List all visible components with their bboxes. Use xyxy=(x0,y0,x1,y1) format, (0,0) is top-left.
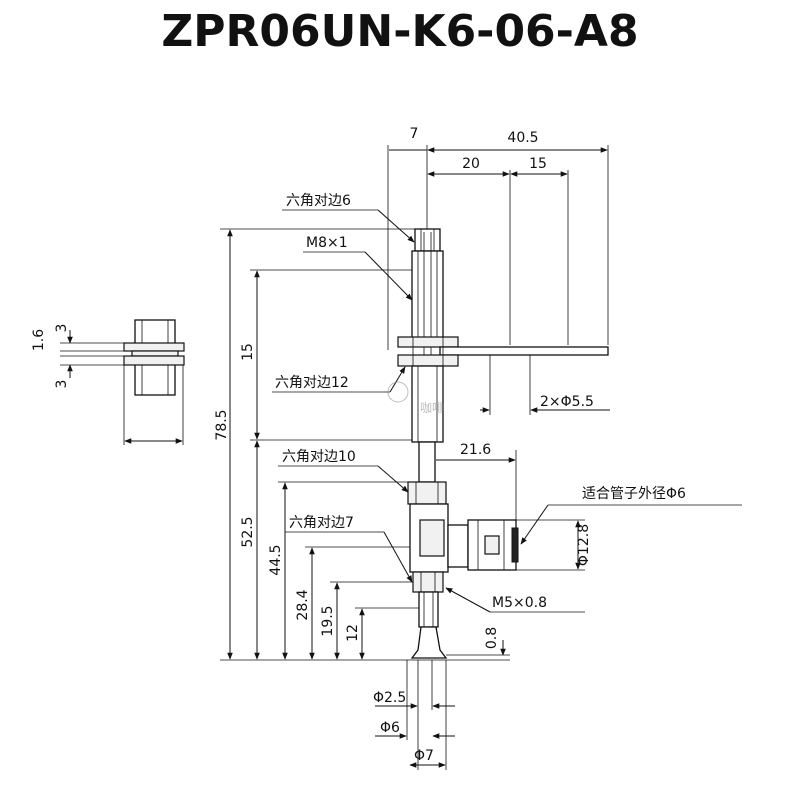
label-hex7: 六角对边7 xyxy=(289,515,354,531)
mounting-bracket xyxy=(439,346,609,356)
label-hex6: 六角对边6 xyxy=(286,193,351,209)
dim-v-52-5: 52.5 xyxy=(240,516,256,547)
side-nut-bottom xyxy=(123,355,185,366)
shaft xyxy=(418,441,436,483)
dim-side-21-6: 21.6 xyxy=(460,442,491,458)
dim-v-28-4: 28.4 xyxy=(295,589,311,620)
dim-phi-7: Φ7 xyxy=(414,748,434,764)
dim-top-20: 20 xyxy=(462,156,480,172)
fitting-release xyxy=(511,527,519,563)
dim-side-1-6: 1.6 xyxy=(31,329,47,351)
threaded-body xyxy=(411,250,444,342)
label-m8: M8×1 xyxy=(306,235,348,251)
label-tube: 适合管子外径Φ6 xyxy=(582,486,686,502)
dim-top-15: 15 xyxy=(529,156,547,172)
dim-v-0-8: 0.8 xyxy=(484,627,500,649)
dim-side-3b: 3 xyxy=(54,380,70,389)
dim-phi-6: Φ6 xyxy=(380,720,400,736)
main-assembly: 7 40.5 20 15 xyxy=(214,126,742,770)
suction-pad xyxy=(410,626,448,659)
dim-phi-2-5: Φ2.5 xyxy=(373,690,406,706)
dim-hole: 2×Φ5.5 xyxy=(540,394,594,410)
lower-thread xyxy=(411,365,444,443)
dim-side-3a: 3 xyxy=(54,324,70,333)
label-hex10: 六角对边10 xyxy=(282,449,356,465)
watermark-text: 咖啡 xyxy=(420,400,444,415)
m5-thread xyxy=(418,591,439,628)
dim-top-40-5: 40.5 xyxy=(507,130,538,146)
dim-v-78-5: 78.5 xyxy=(214,409,230,440)
top-hex-nut xyxy=(414,228,441,252)
hex-nut-7 xyxy=(412,571,444,593)
body-port xyxy=(419,519,445,557)
side-washer xyxy=(131,350,179,357)
label-hex12: 六角对边12 xyxy=(275,375,349,391)
dim-v-15: 15 xyxy=(240,343,256,361)
dim-v-12: 12 xyxy=(345,624,361,642)
fitting-base xyxy=(447,524,469,568)
side-nut-top xyxy=(123,342,185,352)
hex-nut-10 xyxy=(407,481,447,505)
label-m5: M5×0.8 xyxy=(492,595,547,611)
dim-phi-12-8: Φ12.8 xyxy=(576,524,592,566)
hex-nut-12-lower xyxy=(397,354,459,367)
dim-v-19-5: 19.5 xyxy=(320,605,336,636)
watermark: 咖啡 xyxy=(387,381,444,415)
fitting-collet xyxy=(484,535,500,555)
drawing-title: ZPR06UN-K6-06-A8 xyxy=(161,6,639,57)
dim-v-44-5: 44.5 xyxy=(268,544,284,575)
hex-nut-12-upper xyxy=(397,336,459,348)
side-detail-view: 1.6 3 3 xyxy=(31,319,185,445)
dim-top-7: 7 xyxy=(410,126,419,142)
